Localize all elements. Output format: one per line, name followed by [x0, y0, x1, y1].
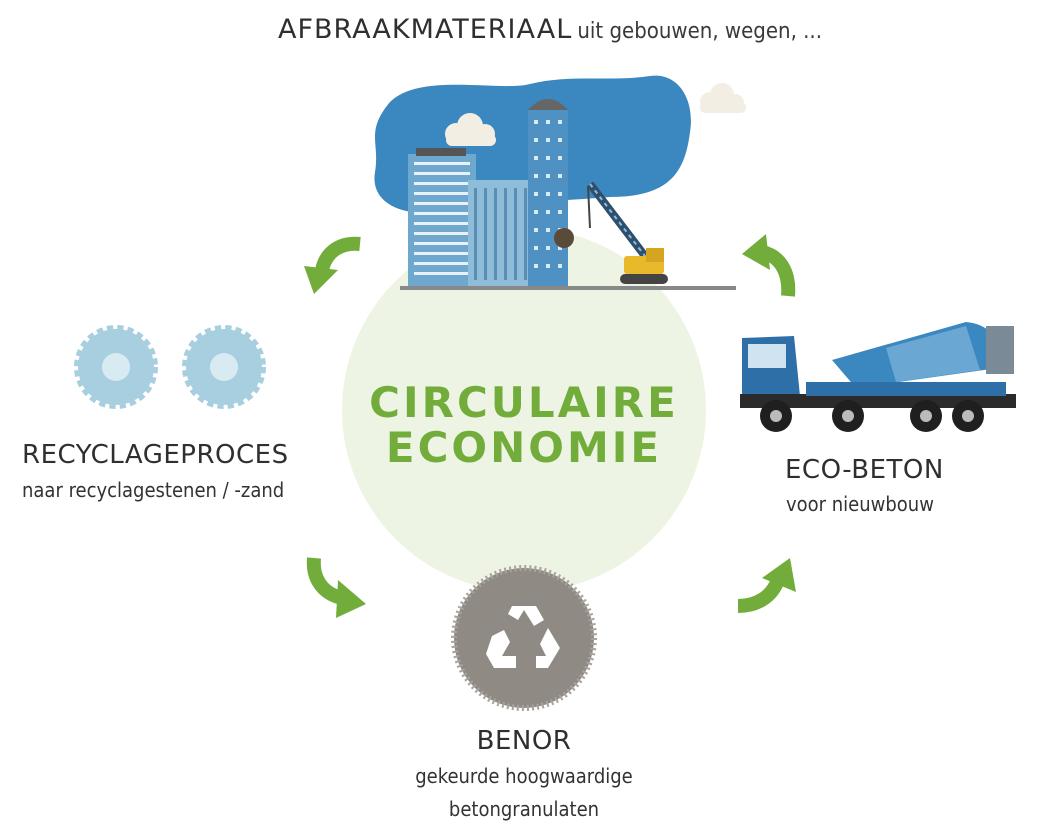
- city-demolition-icon: [374, 75, 746, 290]
- recycle-icon: [451, 565, 597, 711]
- arrow-icon: [742, 234, 796, 297]
- arrow-icon: [306, 557, 366, 618]
- center-title-line1: CIRCULAIRE: [369, 378, 679, 427]
- gear-icon: [182, 325, 266, 409]
- benor-title: BENOR: [476, 726, 572, 756]
- arrow-icon: [304, 236, 361, 294]
- title-sub: uit gebouwen, wegen, ...: [577, 19, 822, 44]
- top-title: AFBRAAKMATERIAAL uit gebouwen, wegen, ..…: [0, 14, 1044, 45]
- eco-beton-subtitle: voor nieuwbouw: [786, 492, 934, 516]
- gear-icon: [74, 325, 158, 409]
- center-title-line2: ECONOMIE: [385, 423, 663, 472]
- recycling-subtitle: naar recyclagestenen / -zand: [22, 478, 285, 502]
- benor-subtitle-line1: gekeurde hoogwaardige: [415, 764, 633, 788]
- arrow-icon: [737, 558, 796, 613]
- eco-beton-title: ECO-BETON: [785, 455, 944, 485]
- title-main: AFBRAAKMATERIAAL: [277, 14, 573, 45]
- benor-subtitle-line2: betongranulaten: [448, 797, 600, 821]
- recycling-title: RECYCLAGEPROCES: [22, 440, 289, 470]
- concrete-mixer-truck-icon: [740, 322, 1016, 432]
